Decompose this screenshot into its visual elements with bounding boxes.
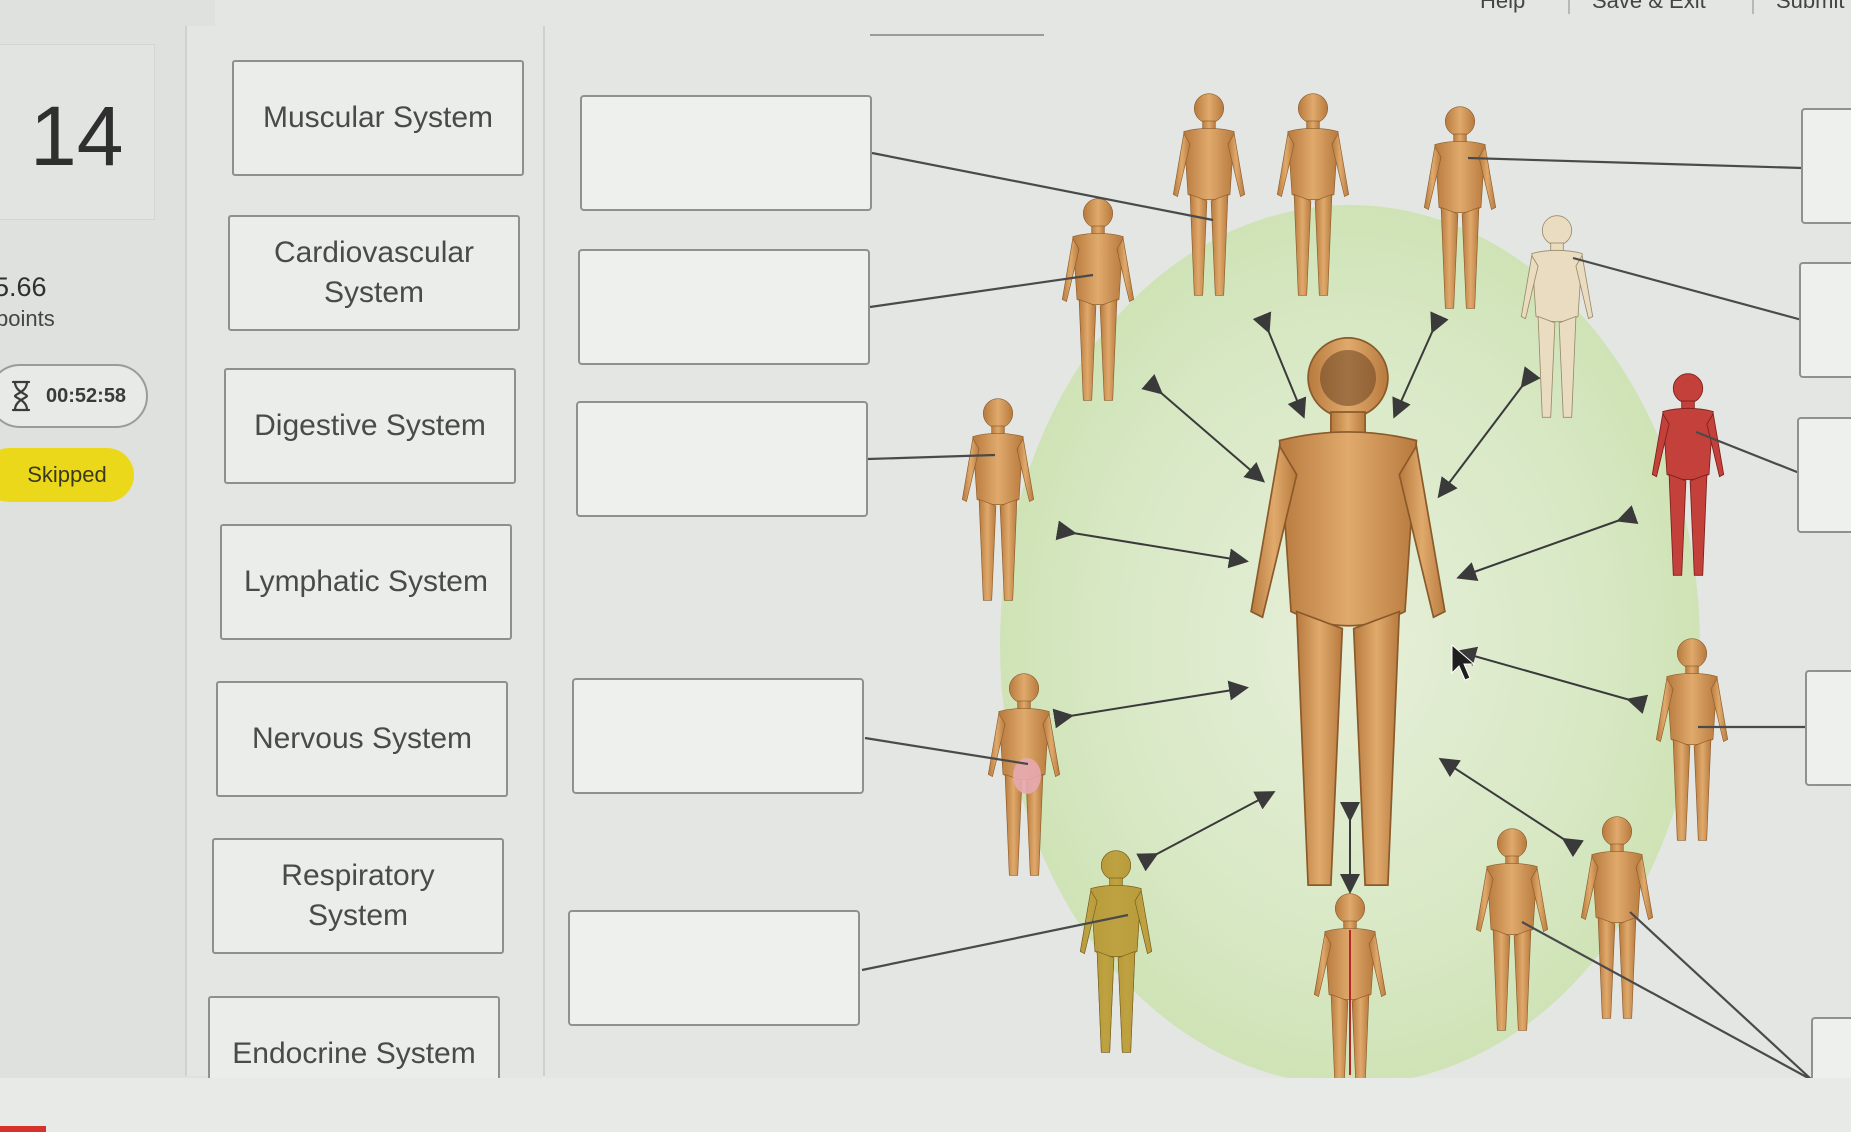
label-respiratory-system[interactable]: Respiratory System	[212, 838, 504, 954]
cursor-icon	[1451, 643, 1476, 681]
question-number: 14	[30, 89, 124, 183]
drop-target-6[interactable]	[1801, 108, 1851, 224]
drop-target-7[interactable]	[1799, 262, 1851, 378]
label-bank: Muscular System Cardiovascular System Di…	[185, 26, 545, 1112]
drop-target-3[interactable]	[576, 401, 868, 517]
label-nervous-system[interactable]: Nervous System	[216, 681, 508, 797]
drop-target-9[interactable]	[1805, 670, 1851, 786]
timer-text: 00:52:58	[46, 384, 127, 407]
toolbar-separator	[1568, 0, 1570, 14]
question-info-panel: 14 5.66 points 00:52:58 Skipped	[0, 0, 215, 1132]
label-cardiovascular-system[interactable]: Cardiovascular System	[228, 215, 520, 331]
points-label: points	[0, 306, 55, 331]
drop-target-1[interactable]	[580, 95, 872, 211]
bottom-strip	[0, 1078, 1851, 1132]
diagram-glow	[1000, 205, 1700, 1085]
drop-target-8[interactable]	[1797, 417, 1851, 533]
top-toolbar: Help Save & Exit Submit	[0, 0, 1851, 30]
timer-widget[interactable]: 00:52:58	[0, 364, 148, 428]
hourglass-icon	[11, 380, 31, 412]
header-divider	[870, 34, 1044, 36]
drop-target-4[interactable]	[572, 678, 864, 794]
submit-link[interactable]: Submit	[1776, 0, 1845, 13]
points-value: 5.66	[0, 272, 47, 302]
drop-target-2[interactable]	[578, 249, 870, 365]
toolbar-separator	[1752, 0, 1754, 14]
drop-target-5[interactable]	[568, 910, 860, 1026]
label-muscular-system[interactable]: Muscular System	[232, 60, 524, 176]
progress-indicator	[0, 1126, 46, 1132]
save-exit-link[interactable]: Save & Exit	[1592, 0, 1706, 13]
help-link[interactable]: Help	[1480, 0, 1526, 13]
central-figure	[1249, 336, 1447, 887]
skipped-badge: Skipped	[0, 448, 134, 502]
label-lymphatic-system[interactable]: Lymphatic System	[220, 524, 512, 640]
label-digestive-system[interactable]: Digestive System	[224, 368, 516, 484]
question-number-box	[0, 44, 155, 220]
